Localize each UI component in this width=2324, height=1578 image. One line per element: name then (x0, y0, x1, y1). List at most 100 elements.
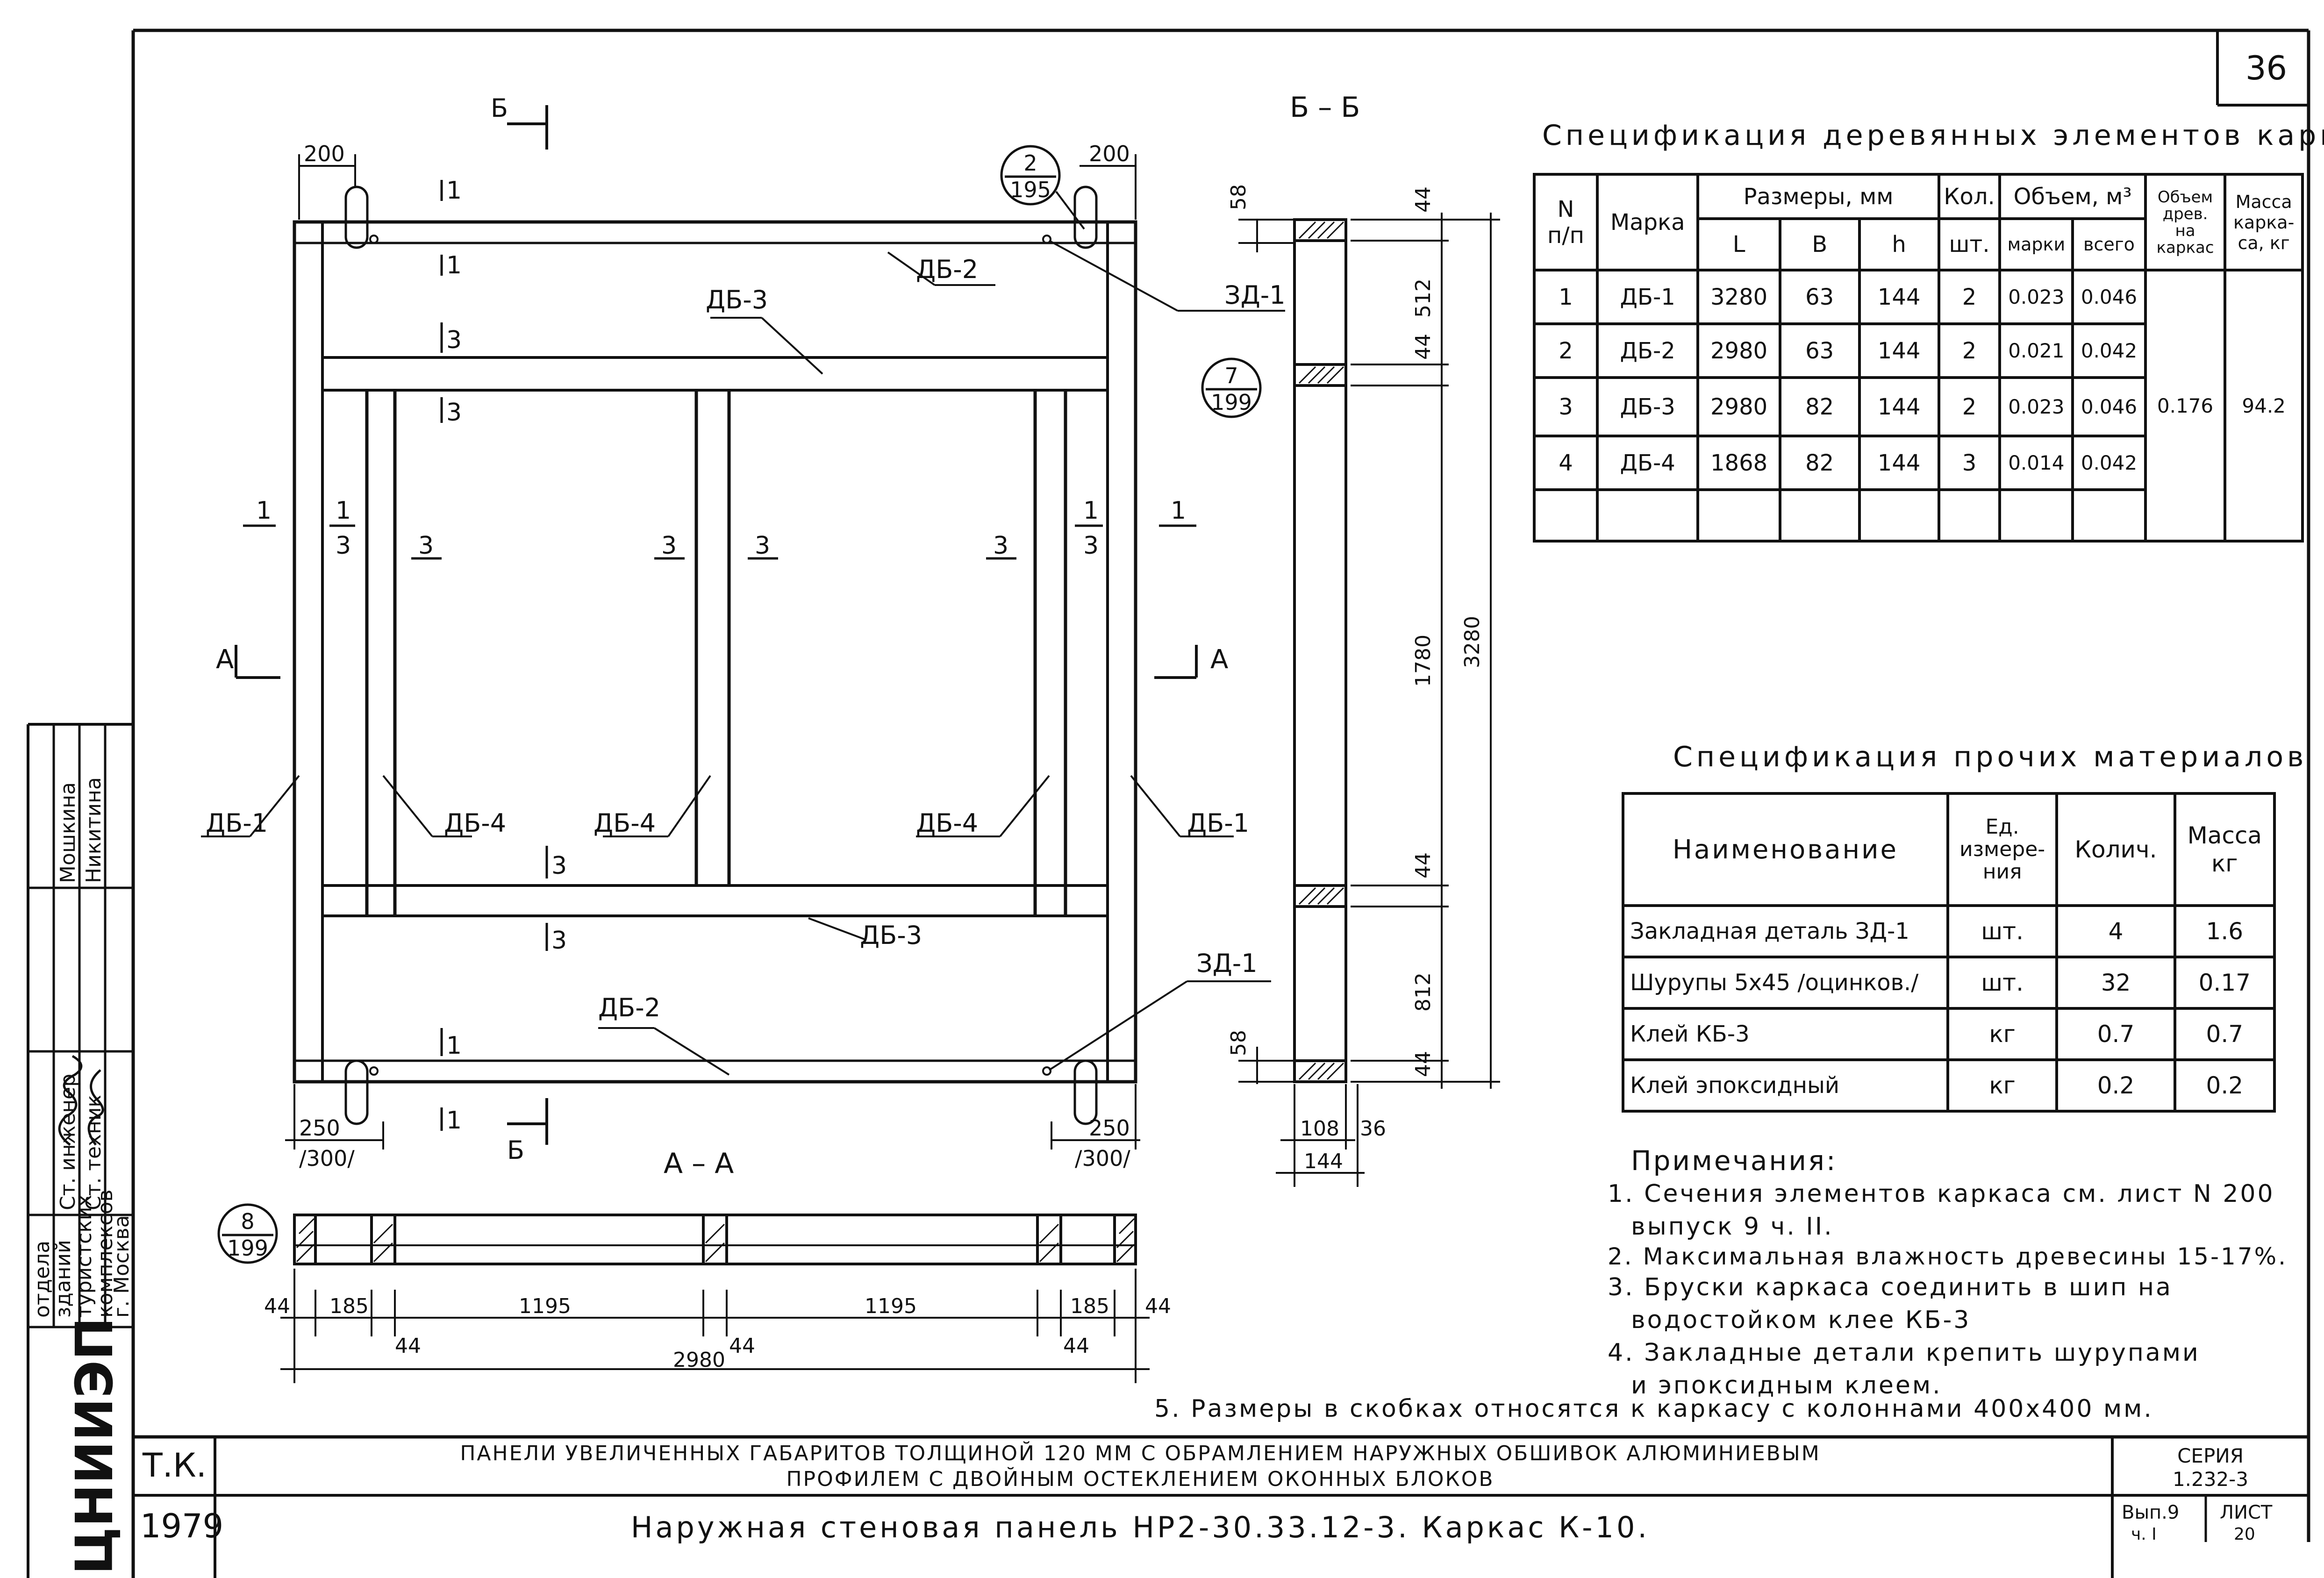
aa-dim-texts: 44 185 44 1195 44 1195 44 185 44 2980 (264, 1294, 1171, 1372)
sheet-label: ЛИСТ (2220, 1502, 2273, 1523)
cell: 144 (1858, 269, 1940, 325)
note-line: и эпоксидным клеем. (1631, 1371, 1942, 1399)
table-row: Клей КБ-3 кг 0.7 0.7 (1622, 1007, 2276, 1061)
bb-dim-108: 108 (1300, 1117, 1339, 1141)
th-vol-total: всего (2071, 217, 2147, 271)
cell: ДБ-4 (1595, 435, 1700, 491)
bb-dim-texts: 44 512 44 1780 3280 44 812 44 58 58 108 … (1227, 184, 1484, 1173)
dim-250-left: 250 (299, 1115, 340, 1141)
note-line: 5. Размеры в скобках относятся к каркасу… (1154, 1395, 2153, 1423)
cell: 1868 (1696, 435, 1781, 491)
cell: кг (1946, 1058, 2059, 1113)
cell: 3280 (1696, 269, 1781, 325)
cell: 0.046 (2071, 376, 2147, 437)
th-qty: Колич. (2055, 792, 2176, 907)
th-l: L (1696, 217, 1781, 271)
table-row: Закладная деталь ЗД-1 шт. 4 1.6 (1622, 904, 2276, 958)
plan-cut-markers (235, 105, 1198, 1145)
cell: 82 (1778, 376, 1861, 437)
th-vol: Объем, м³ (1998, 173, 2147, 220)
cell: 0.023 (1998, 376, 2074, 437)
series-label: СЕРИЯ (2177, 1444, 2244, 1467)
cell: 1 (1533, 269, 1599, 325)
mark-db3-top: ДБ-3 (706, 285, 768, 314)
sheet-number: 36 (2245, 49, 2287, 87)
cell: 0.014 (1998, 435, 2074, 491)
table-row: 1 ДБ-1 3280 63 144 2 0.023 0.046 0.176 9… (1533, 269, 2304, 543)
cut-label-a-left: А (216, 644, 234, 675)
issue-label: Вып.9 (2122, 1502, 2179, 1523)
mark-db3-bottom: ДБ-3 (860, 921, 922, 950)
note-line: 1. Сечения элементов каркаса см. лист N … (1608, 1180, 2275, 1208)
cell: 0.042 (2071, 322, 2147, 379)
cell: 63 (1778, 269, 1861, 325)
cell: 4 (1533, 435, 1599, 491)
title-year: 1979 (140, 1507, 223, 1545)
sec-label-1: 1 (446, 251, 462, 279)
dim-300-right: /300/ (1075, 1146, 1130, 1171)
cell: 0.2 (2173, 1058, 2276, 1113)
cell: 144 (1858, 376, 1940, 437)
sec-label-3: 3 (336, 532, 351, 560)
cell: 2 (1937, 269, 2002, 325)
cell: 0.2 (2055, 1058, 2176, 1113)
table-row: 4 ДБ-4 1868 82 144 3 0.014 0.042 (1533, 435, 2303, 491)
cell: 3 (1533, 376, 1599, 437)
bubble-7-top: 7 (1224, 363, 1238, 388)
sec-label-3: 3 (418, 532, 434, 560)
bb-dim-58-top: 58 (1227, 184, 1251, 210)
note-line: выпуск 9 ч. II. (1631, 1213, 1834, 1241)
mark-db4-1: ДБ-4 (444, 808, 506, 838)
bb-dim-144: 144 (1304, 1150, 1343, 1173)
aa-dim-1195-r: 1195 (865, 1294, 917, 1318)
cell: ДБ-1 (1595, 269, 1700, 325)
mark-db4-2: ДБ-4 (594, 808, 656, 838)
stamp-org5: г. Москва (110, 1215, 134, 1318)
table-row: Клей эпоксидный кг 0.2 0.2 (1622, 1058, 2276, 1113)
sec-label-1: 1 (336, 497, 351, 525)
cell: 2 (1937, 322, 2002, 379)
cell: ДБ-2 (1595, 322, 1700, 379)
th-dims: Размеры, мм (1696, 173, 1940, 220)
plan-section-numbers: 1 1 3 3 3 3 3 1 3 1 1 1 3 3 3 3 1 1 (256, 177, 1186, 1135)
plan-leaders (201, 191, 1285, 1076)
series-value: 1.232-3 (2173, 1468, 2248, 1491)
th-b: B (1778, 217, 1861, 271)
aa-dim-44-r2: 44 (1063, 1334, 1089, 1358)
cell: 32 (2055, 956, 2176, 1010)
bb-dim-58-bottom: 58 (1227, 1030, 1251, 1056)
dim-200-right: 200 (1089, 141, 1130, 166)
title-tk: Т.К. (142, 1446, 207, 1485)
wood-spec-title: Спецификация деревянных элементов каркас… (1542, 119, 2324, 152)
stamp-name2: Никитина (82, 777, 106, 883)
sec-label-1: 1 (1083, 497, 1099, 525)
th-vol-mark: марки (1998, 217, 2074, 271)
cell: 0.021 (1998, 322, 2074, 379)
mark-db2-bottom: ДБ-2 (598, 993, 660, 1022)
cell: 0.042 (2071, 435, 2147, 491)
cell: 2980 (1696, 376, 1781, 437)
aa-dim-44-l2: 44 (395, 1334, 421, 1358)
bubble-2-bottom: 195 (1010, 177, 1051, 202)
stamp-texts: отдела зданий туристских комплексов г. М… (30, 777, 134, 1575)
cell: 3 (1937, 435, 2002, 491)
sec-label-3: 3 (446, 399, 462, 427)
th-qty: Кол. (1937, 173, 2002, 220)
cell: 0.023 (1998, 269, 2074, 325)
section-aa (293, 1214, 1137, 1265)
section-bb (1293, 218, 1347, 1083)
mark-db2-top: ДБ-2 (916, 255, 978, 284)
issue-part: ч. I (2131, 1525, 2157, 1544)
note-line: 2. Максимальная влажность древесины 15-1… (1608, 1243, 2288, 1270)
cell: 144 (1858, 322, 1940, 379)
note-line: 4. Закладные детали крепить шурупами (1608, 1339, 2200, 1367)
mark-db1-left: ДБ-1 (206, 808, 268, 838)
plan-dim-texts: 200 200 250 /300/ 250 /300/ (299, 141, 1130, 1171)
section-bb-hatch (1298, 221, 1344, 1080)
notes-title: Примечания: (1631, 1145, 1838, 1177)
